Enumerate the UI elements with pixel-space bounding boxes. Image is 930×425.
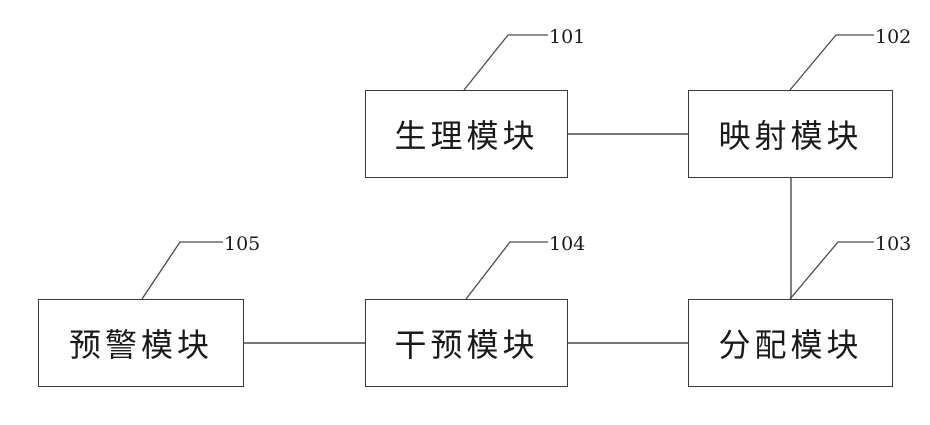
leader-104	[466, 242, 548, 299]
allocation-module-box: 分配模块	[688, 299, 893, 387]
ref-number-102: 102	[875, 26, 911, 48]
leader-103	[790, 242, 874, 299]
physiology-module-label: 生理模块	[394, 111, 538, 157]
intervention-module-box: 干预模块	[365, 299, 568, 387]
warning-module-label: 预警模块	[69, 320, 213, 366]
mapping-module-label: 映射模块	[718, 111, 862, 157]
ref-number-104: 104	[549, 233, 585, 255]
mapping-module-box: 映射模块	[688, 90, 893, 178]
physiology-module-box: 生理模块	[365, 90, 568, 178]
leader-102	[790, 35, 874, 90]
leader-101	[464, 35, 548, 90]
ref-number-101: 101	[549, 26, 585, 48]
intervention-module-label: 干预模块	[394, 320, 538, 366]
allocation-module-label: 分配模块	[718, 320, 862, 366]
leader-105	[142, 242, 223, 299]
warning-module-box: 预警模块	[38, 299, 244, 387]
ref-number-105: 105	[224, 233, 260, 255]
ref-number-103: 103	[875, 233, 911, 255]
